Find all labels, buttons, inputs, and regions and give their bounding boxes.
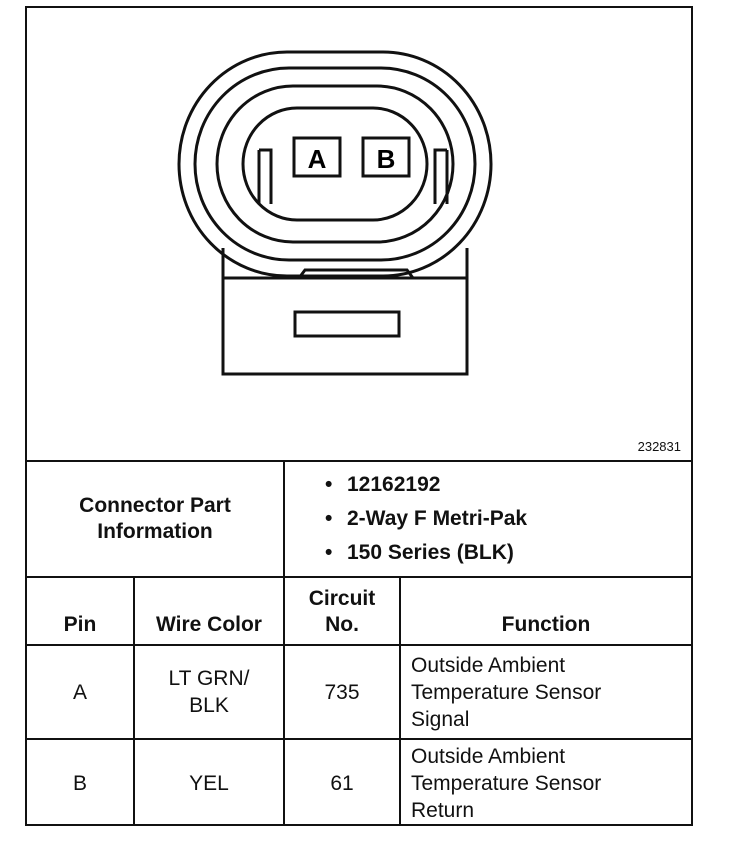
body-ridge — [297, 268, 415, 279]
table-row: A LT GRN/ BLK 735 Outside Ambient Temper… — [27, 646, 691, 740]
latch-left — [257, 148, 273, 204]
function-cell: Outside Ambient Temperature Sensor Retur… — [411, 744, 602, 822]
connector-shell-inner — [215, 84, 455, 244]
divider — [399, 646, 401, 738]
pin-label-b: B — [377, 144, 396, 174]
divider — [283, 740, 285, 826]
header-circuit: Circuit No. — [308, 587, 376, 636]
divider — [27, 576, 691, 578]
connector-document: A B 232831 Connector Part Information 12… — [25, 6, 693, 826]
wire-color-cell: YEL — [189, 771, 229, 795]
header-wire-color: Wire Color — [156, 613, 262, 636]
connector-lock-slot — [293, 310, 401, 338]
function-cell: Outside Ambient Temperature Sensor Signa… — [411, 653, 602, 731]
connector-part-number: 12162192 — [325, 468, 527, 502]
pin-cell: B — [72, 771, 87, 795]
connector-series: 150 Series (BLK) — [325, 536, 527, 570]
divider — [133, 740, 135, 826]
header-function: Function — [501, 613, 591, 636]
circuit-cell: 735 — [324, 680, 360, 704]
connector-type: 2-Way F Metri-Pak — [325, 502, 527, 536]
pin-box-a — [292, 136, 342, 178]
pin-box-b — [361, 136, 411, 178]
table-header-row: Pin Wire Color Circuit No. Function — [27, 578, 691, 646]
divider — [399, 740, 401, 826]
connector-shell-rim — [193, 66, 477, 262]
connector-cavity — [241, 106, 429, 222]
pin-label-a: A — [308, 144, 327, 174]
divider — [283, 462, 285, 576]
circuit-cell: 61 — [330, 771, 354, 795]
pin-cell: A — [72, 680, 87, 704]
divider — [133, 646, 135, 738]
header-pin: Pin — [63, 613, 97, 636]
connector-info-list: 12162192 2-Way F Metri-Pak 150 Series (B… — [325, 468, 527, 570]
connector-info-row: Connector Part Information 12162192 2-Wa… — [27, 462, 691, 578]
connector-info-values: 12162192 2-Way F Metri-Pak 150 Series (B… — [285, 462, 691, 576]
table-row: B YEL 61 Outside Ambient Temperature Sen… — [27, 740, 691, 826]
divider — [399, 578, 401, 644]
wire-color-cell: LT GRN/ BLK — [168, 667, 250, 717]
divider — [283, 646, 285, 738]
divider — [27, 644, 691, 646]
connector-drawing: A B — [177, 50, 493, 376]
connector-body — [221, 248, 469, 376]
connector-info-label: Connector Part Information — [79, 494, 231, 543]
divider — [133, 578, 135, 644]
figure-id: 232831 — [637, 439, 681, 454]
divider — [27, 738, 691, 740]
latch-right — [433, 148, 449, 204]
divider — [283, 578, 285, 644]
connector-outer-shell — [177, 50, 493, 278]
connector-figure: A B 232831 — [27, 8, 691, 462]
